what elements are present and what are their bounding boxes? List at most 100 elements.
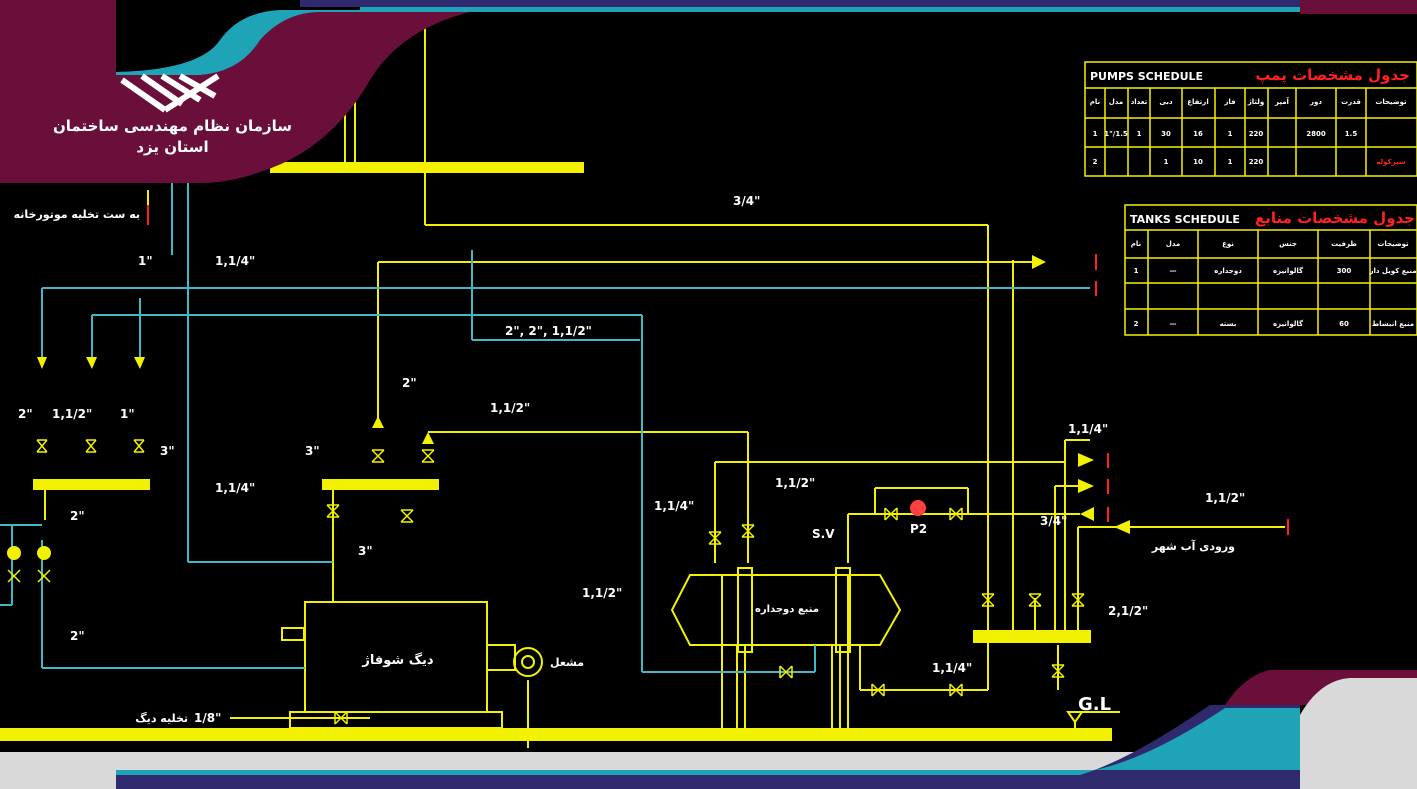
- tanks-cell: منبع انبساط: [1372, 320, 1414, 328]
- pumps-header: نام: [1090, 98, 1101, 106]
- top-band-teal: [360, 7, 1300, 12]
- tanks-header: نام: [1131, 240, 1142, 248]
- size-label: 3": [160, 444, 175, 458]
- size-label: 2,1/2": [1108, 604, 1148, 618]
- tanks-header: مدل: [1166, 240, 1180, 248]
- pumps-header: قدرت: [1341, 98, 1361, 106]
- tank-label: منبع دوجداره: [755, 604, 819, 615]
- size-label: 2": [18, 407, 33, 421]
- pumps-cell: 30: [1161, 130, 1171, 138]
- pumps-header: مدل: [1109, 98, 1123, 106]
- pump-p2-label: P2: [910, 522, 927, 536]
- pumps-cell: 220: [1249, 158, 1264, 166]
- logo-plate: [0, 0, 470, 183]
- tanks-header: نوع: [1222, 240, 1234, 248]
- boiler: [281, 601, 543, 729]
- size-label: 3/4": [1040, 514, 1067, 528]
- pumps-schedule-table: [1084, 61, 1417, 177]
- logo-text: سازمان نظام مهندسی ساختمان استان یزد: [40, 116, 305, 158]
- pumps-header: دور: [1309, 98, 1322, 106]
- pumps-header: توضیحات: [1375, 98, 1407, 106]
- motor-room-label: به ست تخلیه موتورخانه: [14, 208, 140, 221]
- tanks-schedule-table: [1124, 204, 1417, 336]
- burner-label: مشعل: [550, 656, 584, 669]
- logo-emblem: [120, 73, 220, 113]
- sv-label: S.V: [812, 527, 835, 541]
- tanks-cell: 300: [1337, 267, 1352, 275]
- pumps-cell: 1: [1164, 158, 1169, 166]
- pumps-cell: 16: [1193, 130, 1203, 138]
- pumps-cell: سیرکوله: [1376, 158, 1406, 166]
- pumps-header: فاز: [1223, 98, 1236, 106]
- tanks-cell: 2: [1134, 320, 1139, 328]
- pumps-cell: 1"/1.5: [1104, 130, 1128, 138]
- size-label: 1/8": [194, 711, 221, 725]
- pumps-title-fa: جدول مشخصات پمپ: [1255, 66, 1410, 85]
- size-label: 1,1/2": [490, 401, 530, 415]
- pumps-header: ولتاژ: [1247, 98, 1265, 106]
- tanks-cell: —: [1170, 267, 1177, 275]
- pumps-cell: 1: [1093, 130, 1098, 138]
- bottom-right-teal: [1095, 708, 1300, 770]
- tanks-header: جنس: [1279, 240, 1297, 248]
- size-label: 3/4": [733, 194, 760, 208]
- double-wall-tank: [670, 567, 902, 653]
- pumps-header: آمپر: [1274, 97, 1290, 106]
- tanks-cell: بسته: [1220, 320, 1237, 328]
- boiler-drain-label: تخلیه دیگ: [135, 711, 188, 725]
- size-label: 2", 2", 1,1/2": [505, 324, 592, 338]
- tanks-cell: دوجداره: [1214, 267, 1242, 275]
- size-label: 1,1/4": [654, 499, 694, 513]
- size-label: 1,1/4": [215, 481, 255, 495]
- ground-slab: [0, 728, 1112, 741]
- size-label: 1,1/2": [52, 407, 92, 421]
- tanks-title-en: TANKS SCHEDULE: [1130, 213, 1240, 226]
- tanks-header: ظرفیت: [1331, 240, 1357, 248]
- top-band-plum: [1300, 0, 1417, 14]
- ground-level-label: G.L: [1078, 694, 1111, 715]
- pumps-cell: 10: [1193, 158, 1203, 166]
- pumps-header: ارتفاع: [1187, 98, 1209, 106]
- left-manifold: [33, 479, 150, 490]
- size-label: 1": [120, 407, 135, 421]
- tanks-cell: —: [1170, 320, 1177, 328]
- pumps-cell: 1: [1228, 130, 1233, 138]
- pumps-cell: 2800: [1306, 130, 1326, 138]
- pumps-cell: 220: [1249, 130, 1264, 138]
- mid-manifold: [322, 479, 439, 490]
- boiler-label: دیگ شوفاژ: [361, 652, 434, 668]
- tanks-cell: 60: [1339, 320, 1349, 328]
- bottom-right-gray: [1300, 678, 1417, 789]
- pumps-title-en: PUMPS SCHEDULE: [1090, 70, 1203, 83]
- pumps-cell: 1: [1228, 158, 1233, 166]
- pumps-cell: 2: [1093, 158, 1098, 166]
- pumps-header: دبی: [1159, 98, 1173, 106]
- right-manifold: [973, 630, 1091, 643]
- city-water-label: ورودی آب شهر: [1151, 539, 1235, 553]
- size-label: 1": [138, 254, 153, 268]
- size-label: 1,1/4": [215, 254, 255, 268]
- tanks-title-fa: جدول مشخصات منابع: [1255, 209, 1415, 227]
- tanks-cell: گالوانیزه: [1273, 319, 1304, 328]
- tanks-header: توضیحات: [1377, 240, 1409, 248]
- size-label: 1,1/2": [775, 476, 815, 490]
- size-label: 2": [70, 509, 85, 523]
- size-label: 1,1/4": [932, 661, 972, 675]
- pumps-cell: 1: [1137, 130, 1142, 138]
- logo-line-1: سازمان نظام مهندسی ساختمان: [53, 117, 292, 135]
- logo-line-2: استان یزد: [136, 138, 209, 156]
- tanks-cell: گالوانیزه: [1273, 266, 1304, 275]
- bottom-band-navy: [116, 775, 1300, 789]
- pumps-header: تعداد: [1131, 98, 1148, 106]
- size-label: 2": [402, 376, 417, 390]
- size-label: 1,1/4": [1068, 422, 1108, 436]
- size-label: 3": [358, 544, 373, 558]
- size-label: 3": [305, 444, 320, 458]
- tanks-cell: 1: [1134, 267, 1139, 275]
- tanks-cell: منبع کویل دار: [1368, 267, 1416, 275]
- size-label: 2": [70, 629, 85, 643]
- size-label: 1,1/2": [1205, 491, 1245, 505]
- pumps-cell: 1.5: [1345, 130, 1358, 138]
- size-label: 1,1/2": [582, 586, 622, 600]
